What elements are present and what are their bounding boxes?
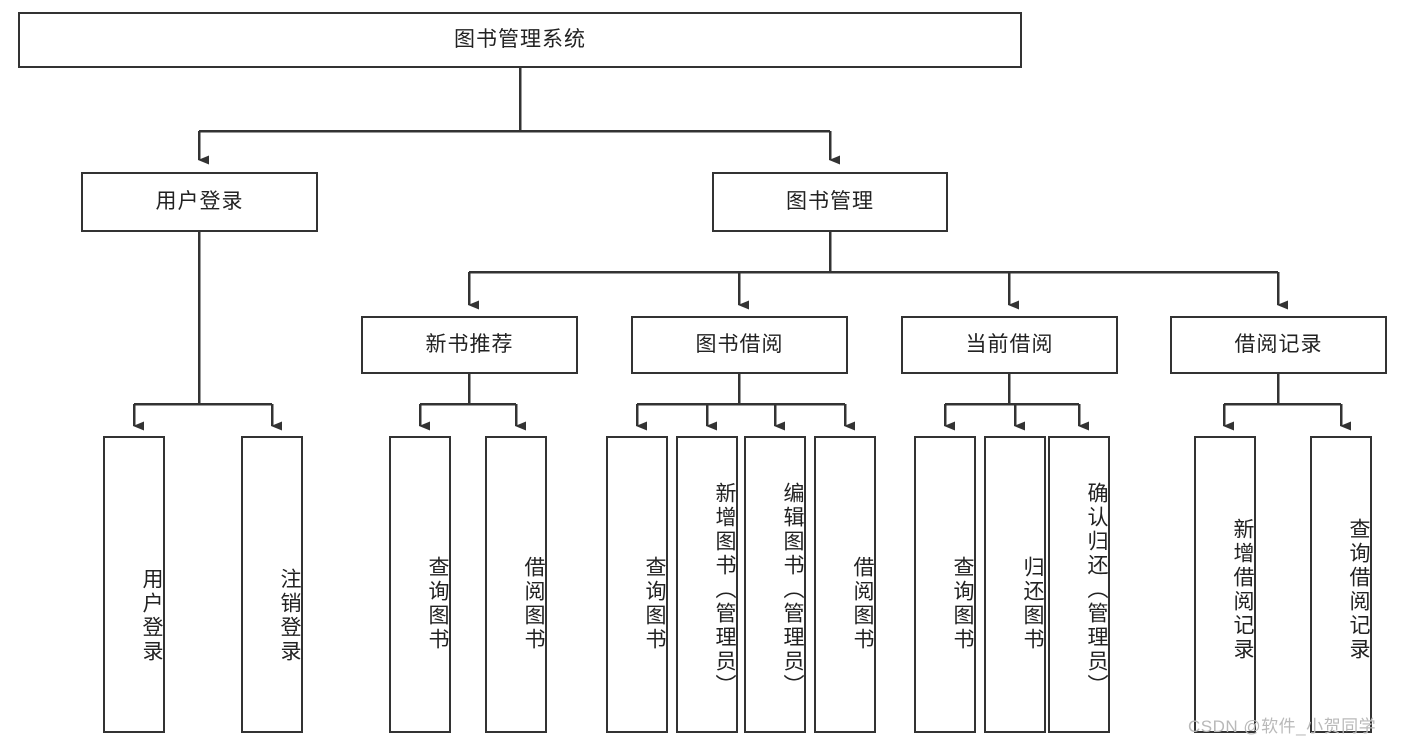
- leaf-user-login-logout[interactable]: 注销登录: [241, 436, 303, 733]
- node-label: 注销登录: [278, 567, 301, 664]
- leaf-current-borrow-confirm-return-admin[interactable]: 确认归还（管理员）: [1048, 436, 1110, 733]
- leaf-user-login-login[interactable]: 用户登录: [103, 436, 165, 733]
- node-current-borrow[interactable]: 当前借阅: [901, 316, 1118, 374]
- node-label: 查询图书: [643, 555, 666, 652]
- node-label: 新书推荐: [425, 333, 514, 357]
- leaf-new-book-borrow-book[interactable]: 借阅图书: [485, 436, 547, 733]
- node-label: 借阅图书: [522, 555, 545, 652]
- leaf-book-borrow-borrow-book[interactable]: 借阅图书: [814, 436, 876, 733]
- leaf-current-borrow-return-book[interactable]: 归还图书: [984, 436, 1046, 733]
- node-book-management[interactable]: 图书管理: [712, 172, 948, 232]
- node-label: 借阅图书: [851, 555, 874, 652]
- node-label: 查询图书: [951, 555, 974, 652]
- node-label: 用户登录: [140, 567, 163, 664]
- node-label: 确认归还（管理员）: [1085, 481, 1108, 698]
- leaf-borrow-record-query-record[interactable]: 查询借阅记录: [1310, 436, 1372, 733]
- node-label: 查询图书: [426, 555, 449, 652]
- node-label: 当前借阅: [965, 333, 1054, 357]
- leaf-book-borrow-add-book-admin[interactable]: 新增图书（管理员）: [676, 436, 738, 733]
- node-label: 新增图书（管理员）: [713, 481, 736, 698]
- node-label: 新增借阅记录: [1231, 517, 1254, 662]
- node-label: 用户登录: [155, 190, 244, 214]
- csdn-watermark: CSDN @软件_小贺同学: [1188, 717, 1377, 736]
- leaf-borrow-record-add-record[interactable]: 新增借阅记录: [1194, 436, 1256, 733]
- node-label: 图书管理: [786, 190, 874, 214]
- node-label: 归还图书: [1021, 555, 1044, 652]
- node-new-book-recommend[interactable]: 新书推荐: [361, 316, 578, 374]
- node-borrow-record[interactable]: 借阅记录: [1170, 316, 1387, 374]
- node-book-borrow[interactable]: 图书借阅: [631, 316, 848, 374]
- leaf-current-borrow-query-book[interactable]: 查询图书: [914, 436, 976, 733]
- leaf-new-book-query-book[interactable]: 查询图书: [389, 436, 451, 733]
- node-user-login[interactable]: 用户登录: [81, 172, 318, 232]
- leaf-book-borrow-edit-book-admin[interactable]: 编辑图书（管理员）: [744, 436, 806, 733]
- node-root-book-management-system[interactable]: 图书管理系统: [18, 12, 1022, 68]
- node-label: 编辑图书（管理员）: [781, 481, 804, 698]
- node-label: 图书借阅: [695, 333, 784, 357]
- node-label: 查询借阅记录: [1347, 517, 1370, 662]
- leaf-book-borrow-query-book[interactable]: 查询图书: [606, 436, 668, 733]
- node-label: 借阅记录: [1234, 333, 1323, 357]
- node-label: 图书管理系统: [454, 28, 586, 52]
